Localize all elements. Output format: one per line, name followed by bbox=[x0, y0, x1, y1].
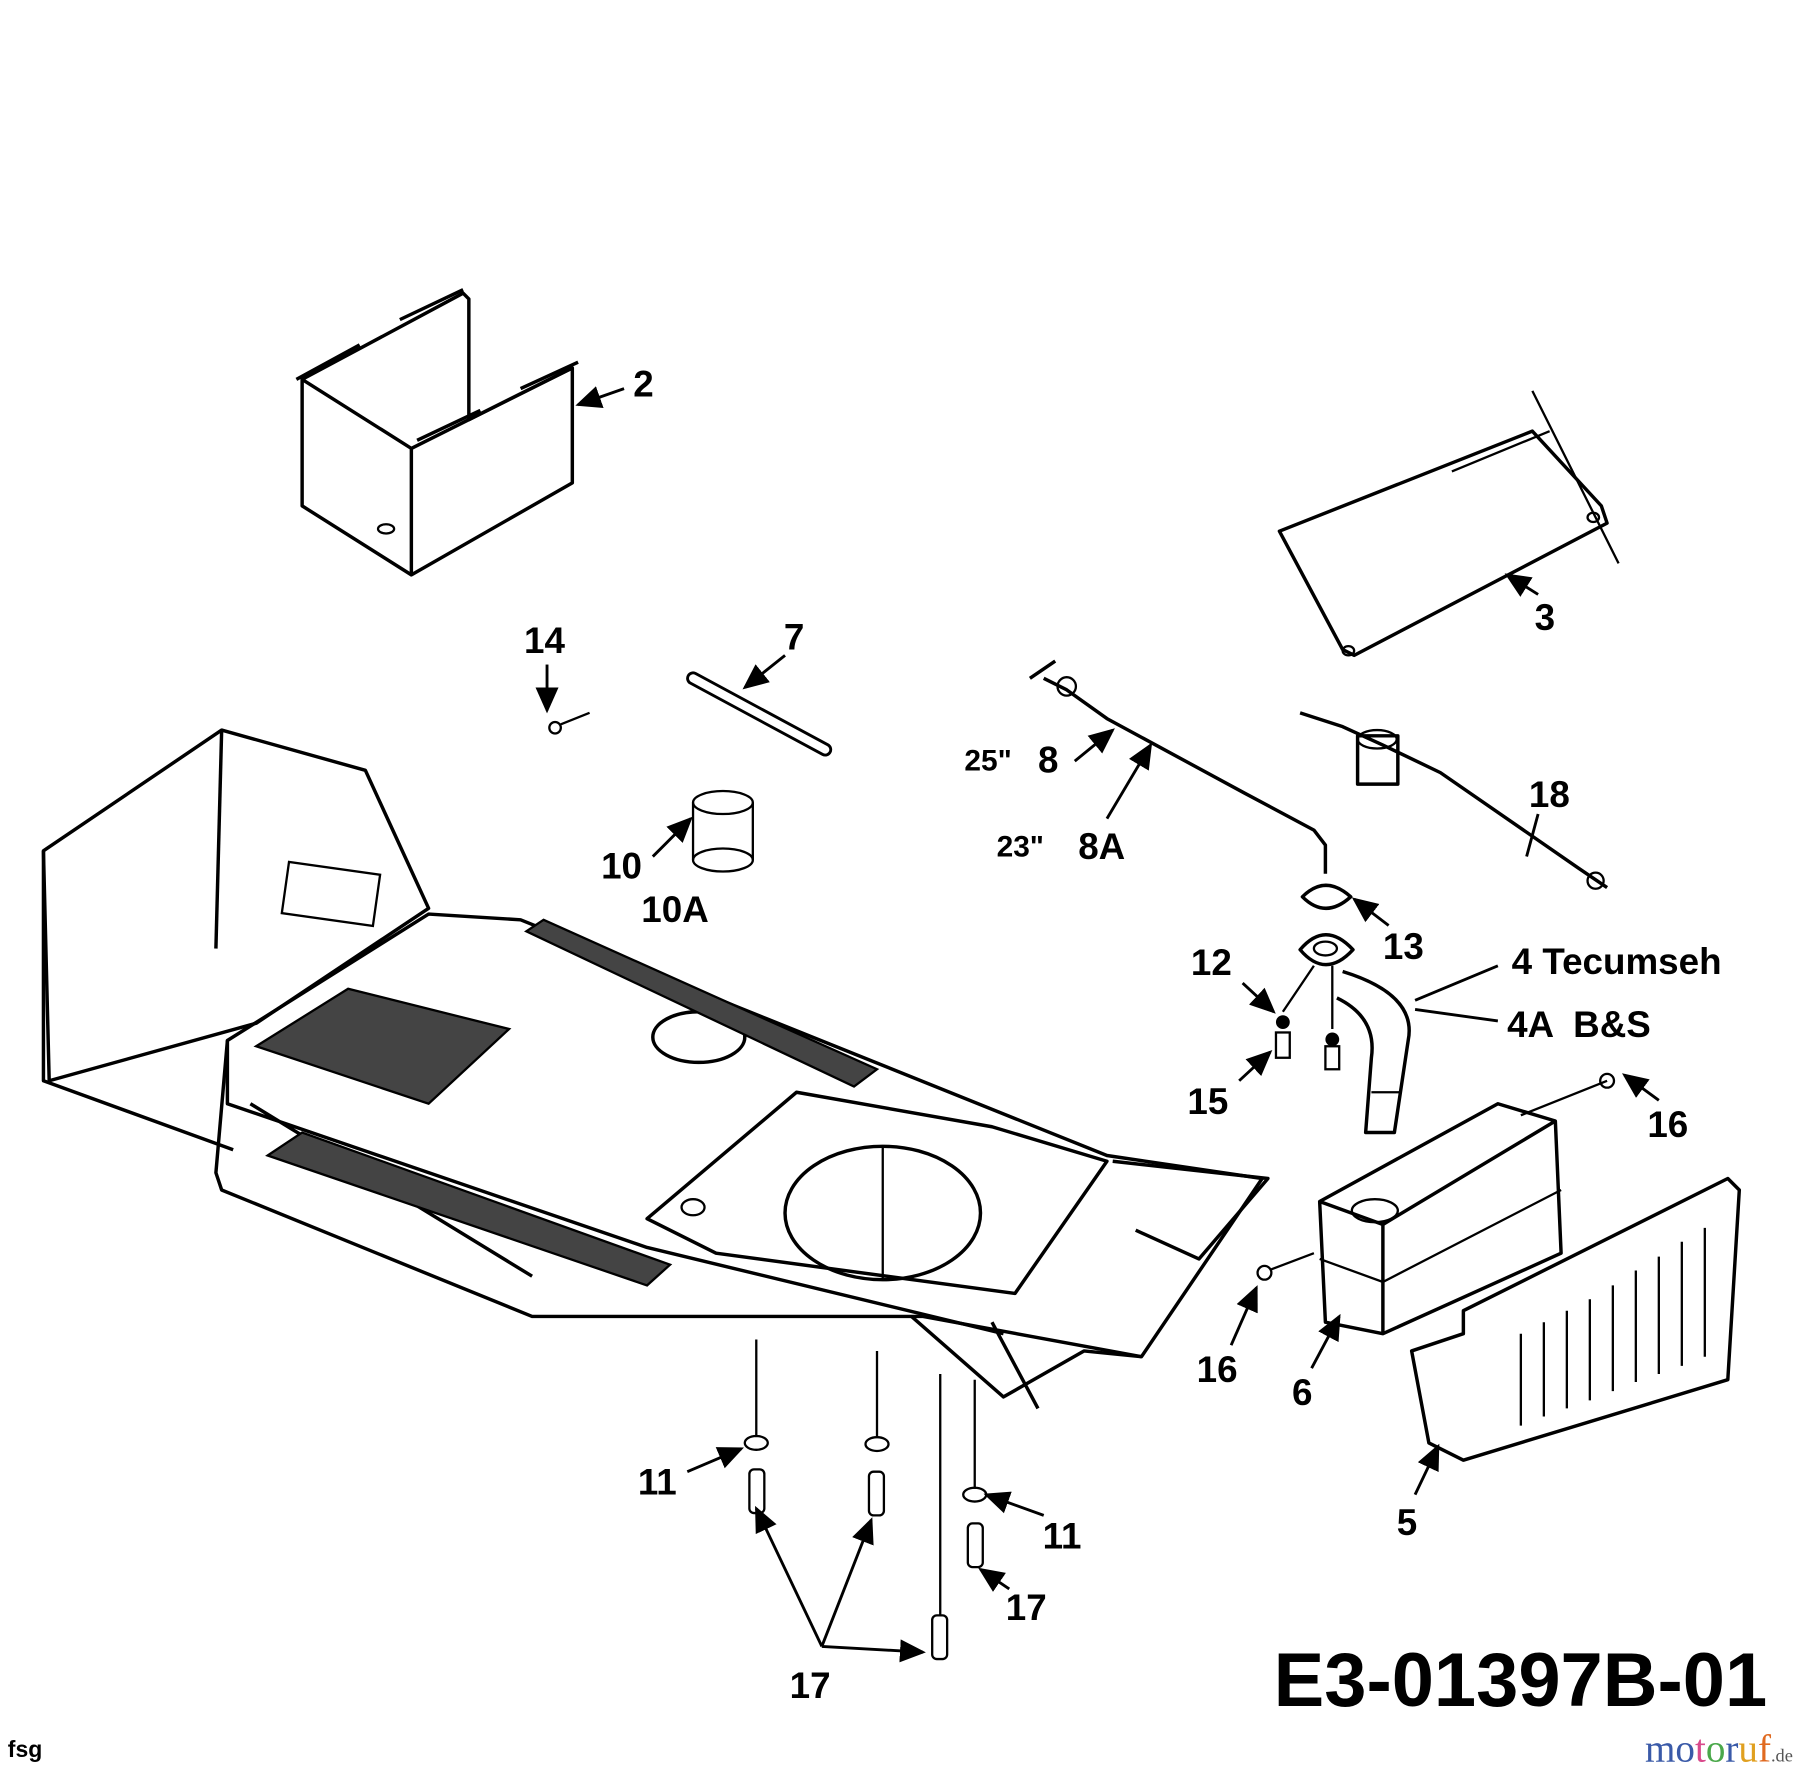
leader-lines bbox=[535, 386, 1660, 1663]
callout-11-right: 11 bbox=[1043, 1516, 1082, 1557]
callout-15: 15 bbox=[1187, 1081, 1228, 1122]
callout-7: 7 bbox=[784, 617, 804, 658]
tractor-frame bbox=[41, 728, 1270, 1410]
callout-13: 13 bbox=[1383, 926, 1424, 967]
part-2-channel-bracket bbox=[295, 288, 579, 577]
callout-18: 18 bbox=[1529, 774, 1570, 815]
callout-8: 8 bbox=[1038, 740, 1058, 781]
callout-17-right: 17 bbox=[1006, 1587, 1047, 1628]
drawing-code: E3-01397B-01 bbox=[1274, 1638, 1768, 1723]
callout-17-bottom: 17 bbox=[790, 1665, 831, 1706]
callout-5: 5 bbox=[1397, 1502, 1417, 1543]
callout-8-size: 25" bbox=[964, 744, 1011, 777]
part-6-muffler bbox=[1256, 1072, 1616, 1336]
callout-12: 12 bbox=[1191, 942, 1232, 983]
hardware-11-17-bolts bbox=[743, 1339, 988, 1661]
part-14-bolt bbox=[548, 711, 590, 735]
callout-6: 6 bbox=[1292, 1372, 1312, 1413]
part-8-throttle-cable bbox=[1028, 659, 1328, 874]
callout-11-left: 11 bbox=[638, 1462, 677, 1503]
part-13-gasket bbox=[1298, 883, 1355, 967]
callout-10: 10 bbox=[601, 845, 642, 886]
callout-3: 3 bbox=[1535, 597, 1555, 638]
part-3-cover-plate bbox=[1277, 390, 1620, 658]
callout-16-right: 16 bbox=[1647, 1104, 1688, 1145]
callout-8a-size: 23" bbox=[997, 831, 1044, 864]
author-mark: fsg bbox=[8, 1736, 42, 1762]
callout-14: 14 bbox=[524, 620, 565, 661]
callout-8a: 8A bbox=[1078, 826, 1125, 867]
watermark-logo: motoruf.de bbox=[1645, 1727, 1793, 1766]
part-4-exhaust-pipe bbox=[1336, 969, 1411, 1135]
callout-16-left: 16 bbox=[1197, 1349, 1238, 1390]
callout-10a: 10A bbox=[641, 889, 708, 930]
part-12-15-bolts bbox=[1274, 965, 1341, 1071]
callout-labels: 2 3 14 7 25" 8 23" 8A 18 10 10A 13 12 4 … bbox=[524, 364, 1722, 1707]
callout-2: 2 bbox=[633, 364, 653, 405]
part-18-choke-cable bbox=[1299, 711, 1609, 890]
part-7-rod bbox=[686, 671, 833, 757]
part-10-cap bbox=[691, 789, 754, 873]
callout-4a-bs: 4A B&S bbox=[1507, 1004, 1651, 1045]
callout-4-tecumseh: 4 Tecumseh bbox=[1512, 941, 1722, 982]
part-5-muffler-guard bbox=[1409, 1176, 1742, 1462]
